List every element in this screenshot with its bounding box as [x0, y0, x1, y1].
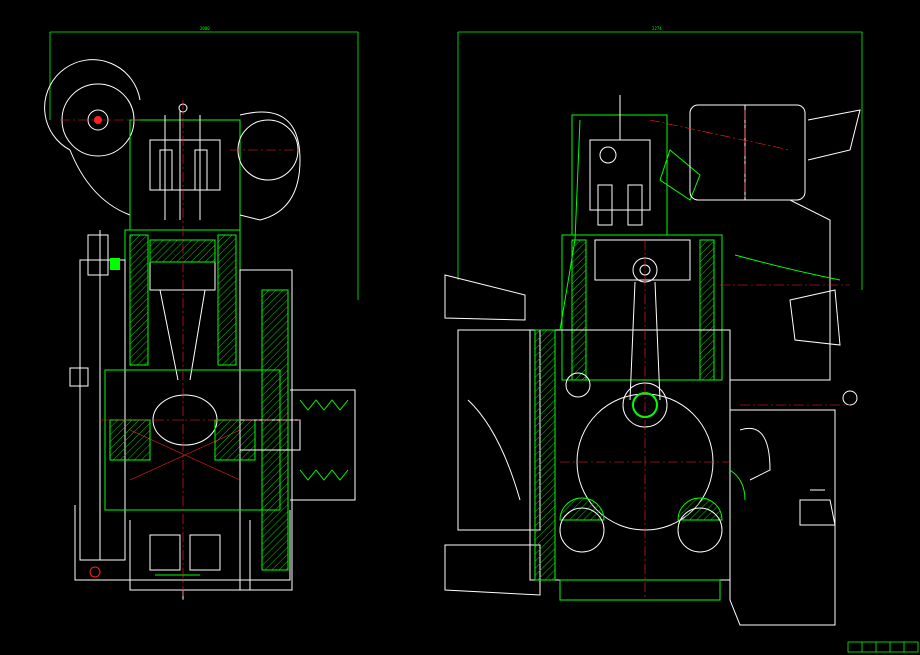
- cylinder-block-left: [124, 229, 241, 381]
- cylinder-head-right: [571, 95, 701, 236]
- centerlines-left: [60, 100, 300, 600]
- side-section-view: 2000: [44, 26, 359, 600]
- oil-sump-left: [74, 505, 291, 600]
- crankcase-side-block: [239, 269, 356, 591]
- flywheel-disc: [44, 59, 141, 216]
- cylinder-head-left: [129, 103, 301, 231]
- fuel-tank-right: [729, 289, 858, 626]
- side-accessory-column: [69, 230, 126, 561]
- air-duct-housing: [444, 274, 541, 596]
- air-filter-tank: [689, 104, 861, 381]
- engine-block-right: [561, 234, 723, 401]
- title-block: [847, 641, 919, 653]
- front-section-view: 2274: [444, 26, 863, 626]
- centerlines-right: [560, 110, 850, 600]
- overall-width-dimension-right: [457, 31, 863, 290]
- dimension-label-right: 2274: [652, 26, 662, 31]
- crankcase-right: [529, 329, 731, 601]
- oil-lines: [559, 119, 841, 501]
- overall-width-dimension-left: [49, 31, 359, 300]
- dimension-label-left: 2000: [200, 26, 210, 31]
